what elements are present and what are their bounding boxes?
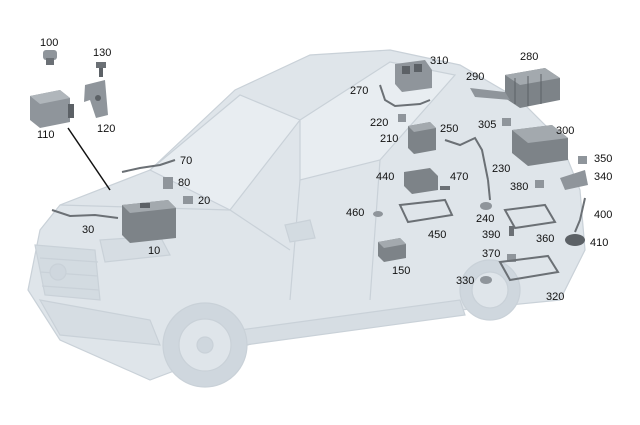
part-70-cable [121,159,176,173]
part-250-cable [444,136,489,181]
part-150-battery [378,238,406,262]
part-130-screw [96,62,106,77]
part-440-module [404,168,438,194]
label-220: 220 [370,117,388,129]
label-80: 80 [178,177,190,189]
part-240-grommet [480,202,492,210]
part-220-clip [398,114,406,122]
label-380: 380 [510,181,528,193]
label-470: 470 [450,171,468,183]
label-300: 300 [556,125,574,137]
label-30: 30 [82,224,94,236]
label-270: 270 [350,85,368,97]
label-230: 230 [492,163,510,175]
part-400-cable [574,197,586,233]
label-10: 10 [148,245,160,257]
part-10-battery [122,200,176,243]
part-330-grommet [480,276,492,284]
part-310-fuse-box [395,60,432,92]
part-350-nut [578,156,587,164]
label-120: 120 [97,123,115,135]
label-440: 440 [376,171,394,183]
label-250: 250 [440,123,458,135]
part-380-nut [535,180,544,188]
part-230-cable [487,179,491,201]
label-350: 350 [594,153,612,165]
part-340-bracket [560,170,588,190]
part-470-screw [440,186,450,190]
part-305-nut [502,118,511,126]
label-410: 410 [590,237,608,249]
label-290: 290 [466,71,484,83]
label-460: 460 [346,207,364,219]
label-370: 370 [482,248,500,260]
label-330: 330 [456,275,474,287]
part-460-grommet [373,211,383,217]
label-110: 110 [37,129,55,141]
label-340: 340 [594,171,612,183]
part-370-nut [507,254,516,262]
part-450-tray [398,198,454,224]
part-290-bracket [470,88,510,100]
leader-110-to-battery [67,127,111,191]
part-100-bolt-cap [43,50,57,65]
label-150: 150 [392,265,410,277]
part-30-cable [51,209,119,219]
part-20-nut [183,196,193,204]
label-100: 100 [40,37,58,49]
label-70: 70 [180,155,192,167]
part-210-battery [408,122,436,154]
part-280-battery-module [505,68,560,108]
label-210: 210 [380,133,398,145]
vehicle-silhouette [27,49,586,388]
part-120-bracket [84,80,108,118]
part-110-control-unit [30,90,74,128]
label-360: 360 [536,233,554,245]
label-240: 240 [476,213,494,225]
label-310: 310 [430,55,448,67]
label-450: 450 [428,229,446,241]
part-80-clip [163,177,173,189]
label-280: 280 [520,51,538,63]
part-320-tray [498,254,560,282]
part-410-cover [565,234,585,246]
label-400: 400 [594,209,612,221]
label-390: 390 [482,229,500,241]
label-130: 130 [93,47,111,59]
part-labels: 100 130 110 120 70 80 20 30 10 270 310 2… [37,37,612,303]
label-320: 320 [546,291,564,303]
part-300-battery-pack [512,125,568,166]
part-390-screw [509,226,514,236]
label-20: 20 [198,195,210,207]
label-305: 305 [478,119,496,131]
part-360-tray [503,203,557,230]
part-270-cable [379,84,431,108]
